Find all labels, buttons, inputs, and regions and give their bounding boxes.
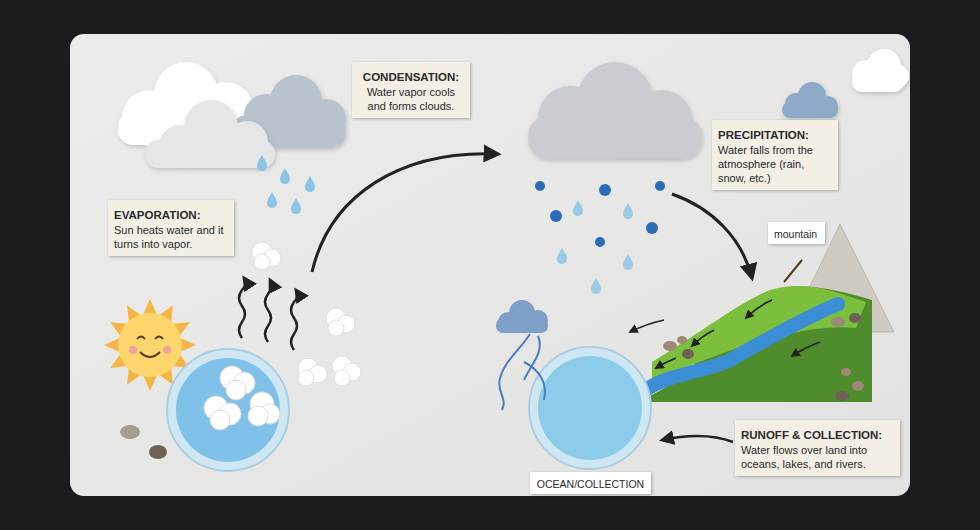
stage-description: Sun heats water and it turns into vapor. <box>114 223 228 251</box>
stage-note: RUNOFF & COLLECTION:Water flows over lan… <box>735 420 900 476</box>
tag-text: mountain <box>774 228 817 240</box>
stage-description: Water flows over land into oceans, lakes… <box>741 443 894 471</box>
stage-description: Water vapor cools and forms clouds. <box>358 85 464 113</box>
stage-heading: CONDENSATION: <box>363 70 459 85</box>
stage-note: EVAPORATION:Sun heats water and it turns… <box>108 200 234 256</box>
stage-heading: RUNOFF & COLLECTION: <box>741 428 882 443</box>
stage-heading: PRECIPITATION: <box>718 128 809 143</box>
label-tag: OCEAN/COLLECTION <box>530 472 651 494</box>
stage-description: Water falls from the atmosphere (rain, s… <box>718 143 832 185</box>
stage-note: PRECIPITATION:Water falls from the atmos… <box>712 120 838 190</box>
stage-heading: EVAPORATION: <box>114 208 200 223</box>
tag-text: OCEAN/COLLECTION <box>537 478 644 490</box>
stage-note: CONDENSATION:Water vapor cools and forms… <box>352 62 470 118</box>
label-tag: mountain <box>768 222 825 244</box>
